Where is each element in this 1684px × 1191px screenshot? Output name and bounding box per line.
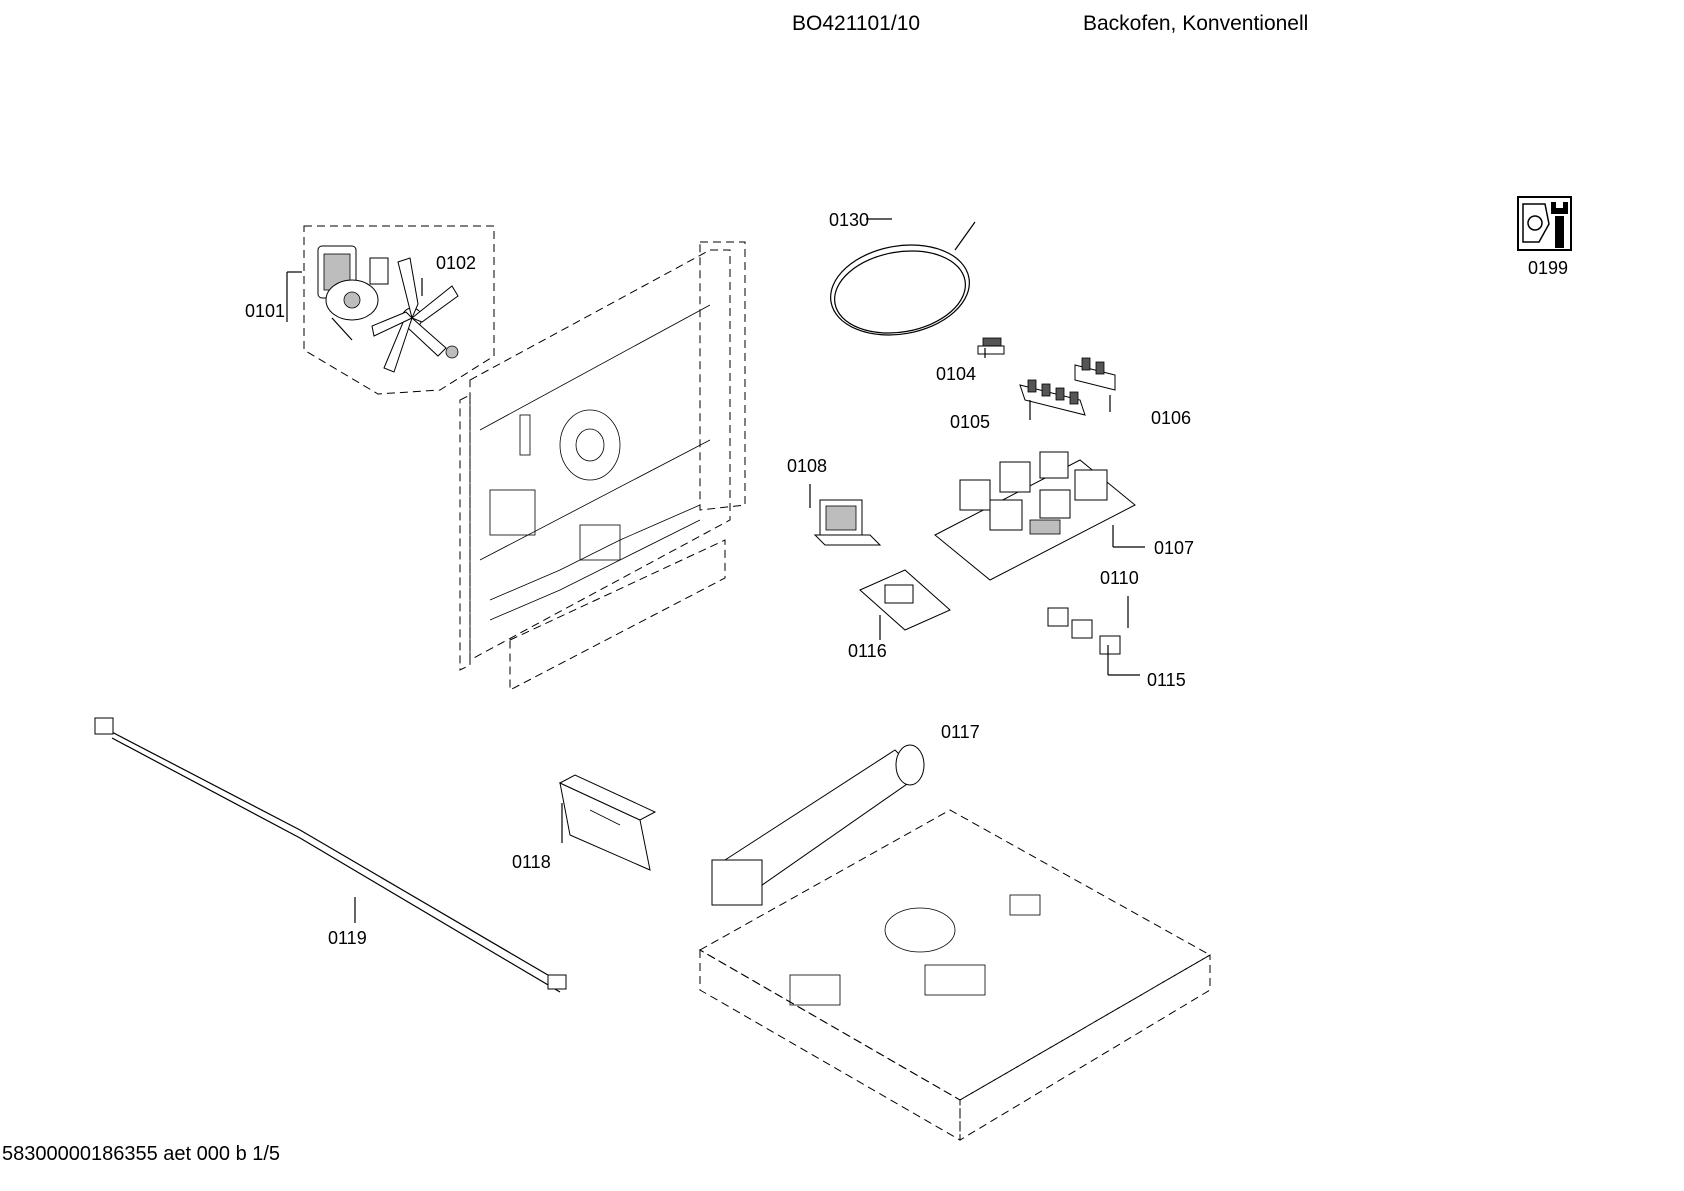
bottom-plate[interactable] xyxy=(698,809,1212,1141)
part-label-0108[interactable]: 0108 xyxy=(787,456,828,476)
part-label-0199[interactable]: 0199 xyxy=(1528,258,1569,278)
part-label-0116[interactable]: 0116 xyxy=(848,641,887,661)
part-label-0107[interactable]: 0107 xyxy=(1154,538,1195,558)
part-label-0104[interactable]: 0104 xyxy=(936,364,977,384)
switch-0110[interactable] xyxy=(1047,607,1093,639)
back-panel[interactable] xyxy=(459,241,746,691)
cooling-fan-housing[interactable] xyxy=(558,774,657,871)
wire-harness[interactable] xyxy=(94,717,567,993)
transformer[interactable] xyxy=(813,499,882,546)
connecting-cable[interactable] xyxy=(823,221,976,345)
part-label-0118[interactable]: 0118 xyxy=(512,852,551,872)
part-label-0105[interactable]: 0105 xyxy=(950,412,991,432)
part-label-0130[interactable]: 0130 xyxy=(829,210,870,230)
filter-board[interactable] xyxy=(859,569,951,631)
fan-motor-assembly[interactable] xyxy=(303,225,495,395)
leader-lines xyxy=(286,218,1145,923)
control-module-pcb[interactable] xyxy=(934,451,1136,581)
part-label-0106[interactable]: 0106 xyxy=(1151,408,1192,428)
part-label-0115[interactable]: 0115 xyxy=(1147,670,1186,690)
part-label-0102[interactable]: 0102 xyxy=(436,253,477,273)
connector-0104[interactable] xyxy=(977,337,1005,355)
terminal-block-0105[interactable] xyxy=(1019,379,1086,416)
part-label-0101[interactable]: 0101 xyxy=(245,301,286,321)
part-label-0119[interactable]: 0119 xyxy=(328,928,367,948)
fan-wheel[interactable] xyxy=(371,257,459,373)
appliance-description: Backofen, Konventionell xyxy=(1083,12,1309,35)
wrench-icon[interactable] xyxy=(1517,196,1572,251)
part-label-0110[interactable]: 0110 xyxy=(1100,568,1139,588)
terminal-block-0106[interactable] xyxy=(1074,357,1116,391)
model-number: BO421101/10 xyxy=(792,12,921,35)
document-code: 58300000186355 aet 000 b 1/5 xyxy=(2,1143,281,1165)
tangential-fan[interactable] xyxy=(711,744,925,906)
part-label-0117[interactable]: 0117 xyxy=(941,722,980,742)
switch-0115[interactable] xyxy=(1099,635,1121,655)
